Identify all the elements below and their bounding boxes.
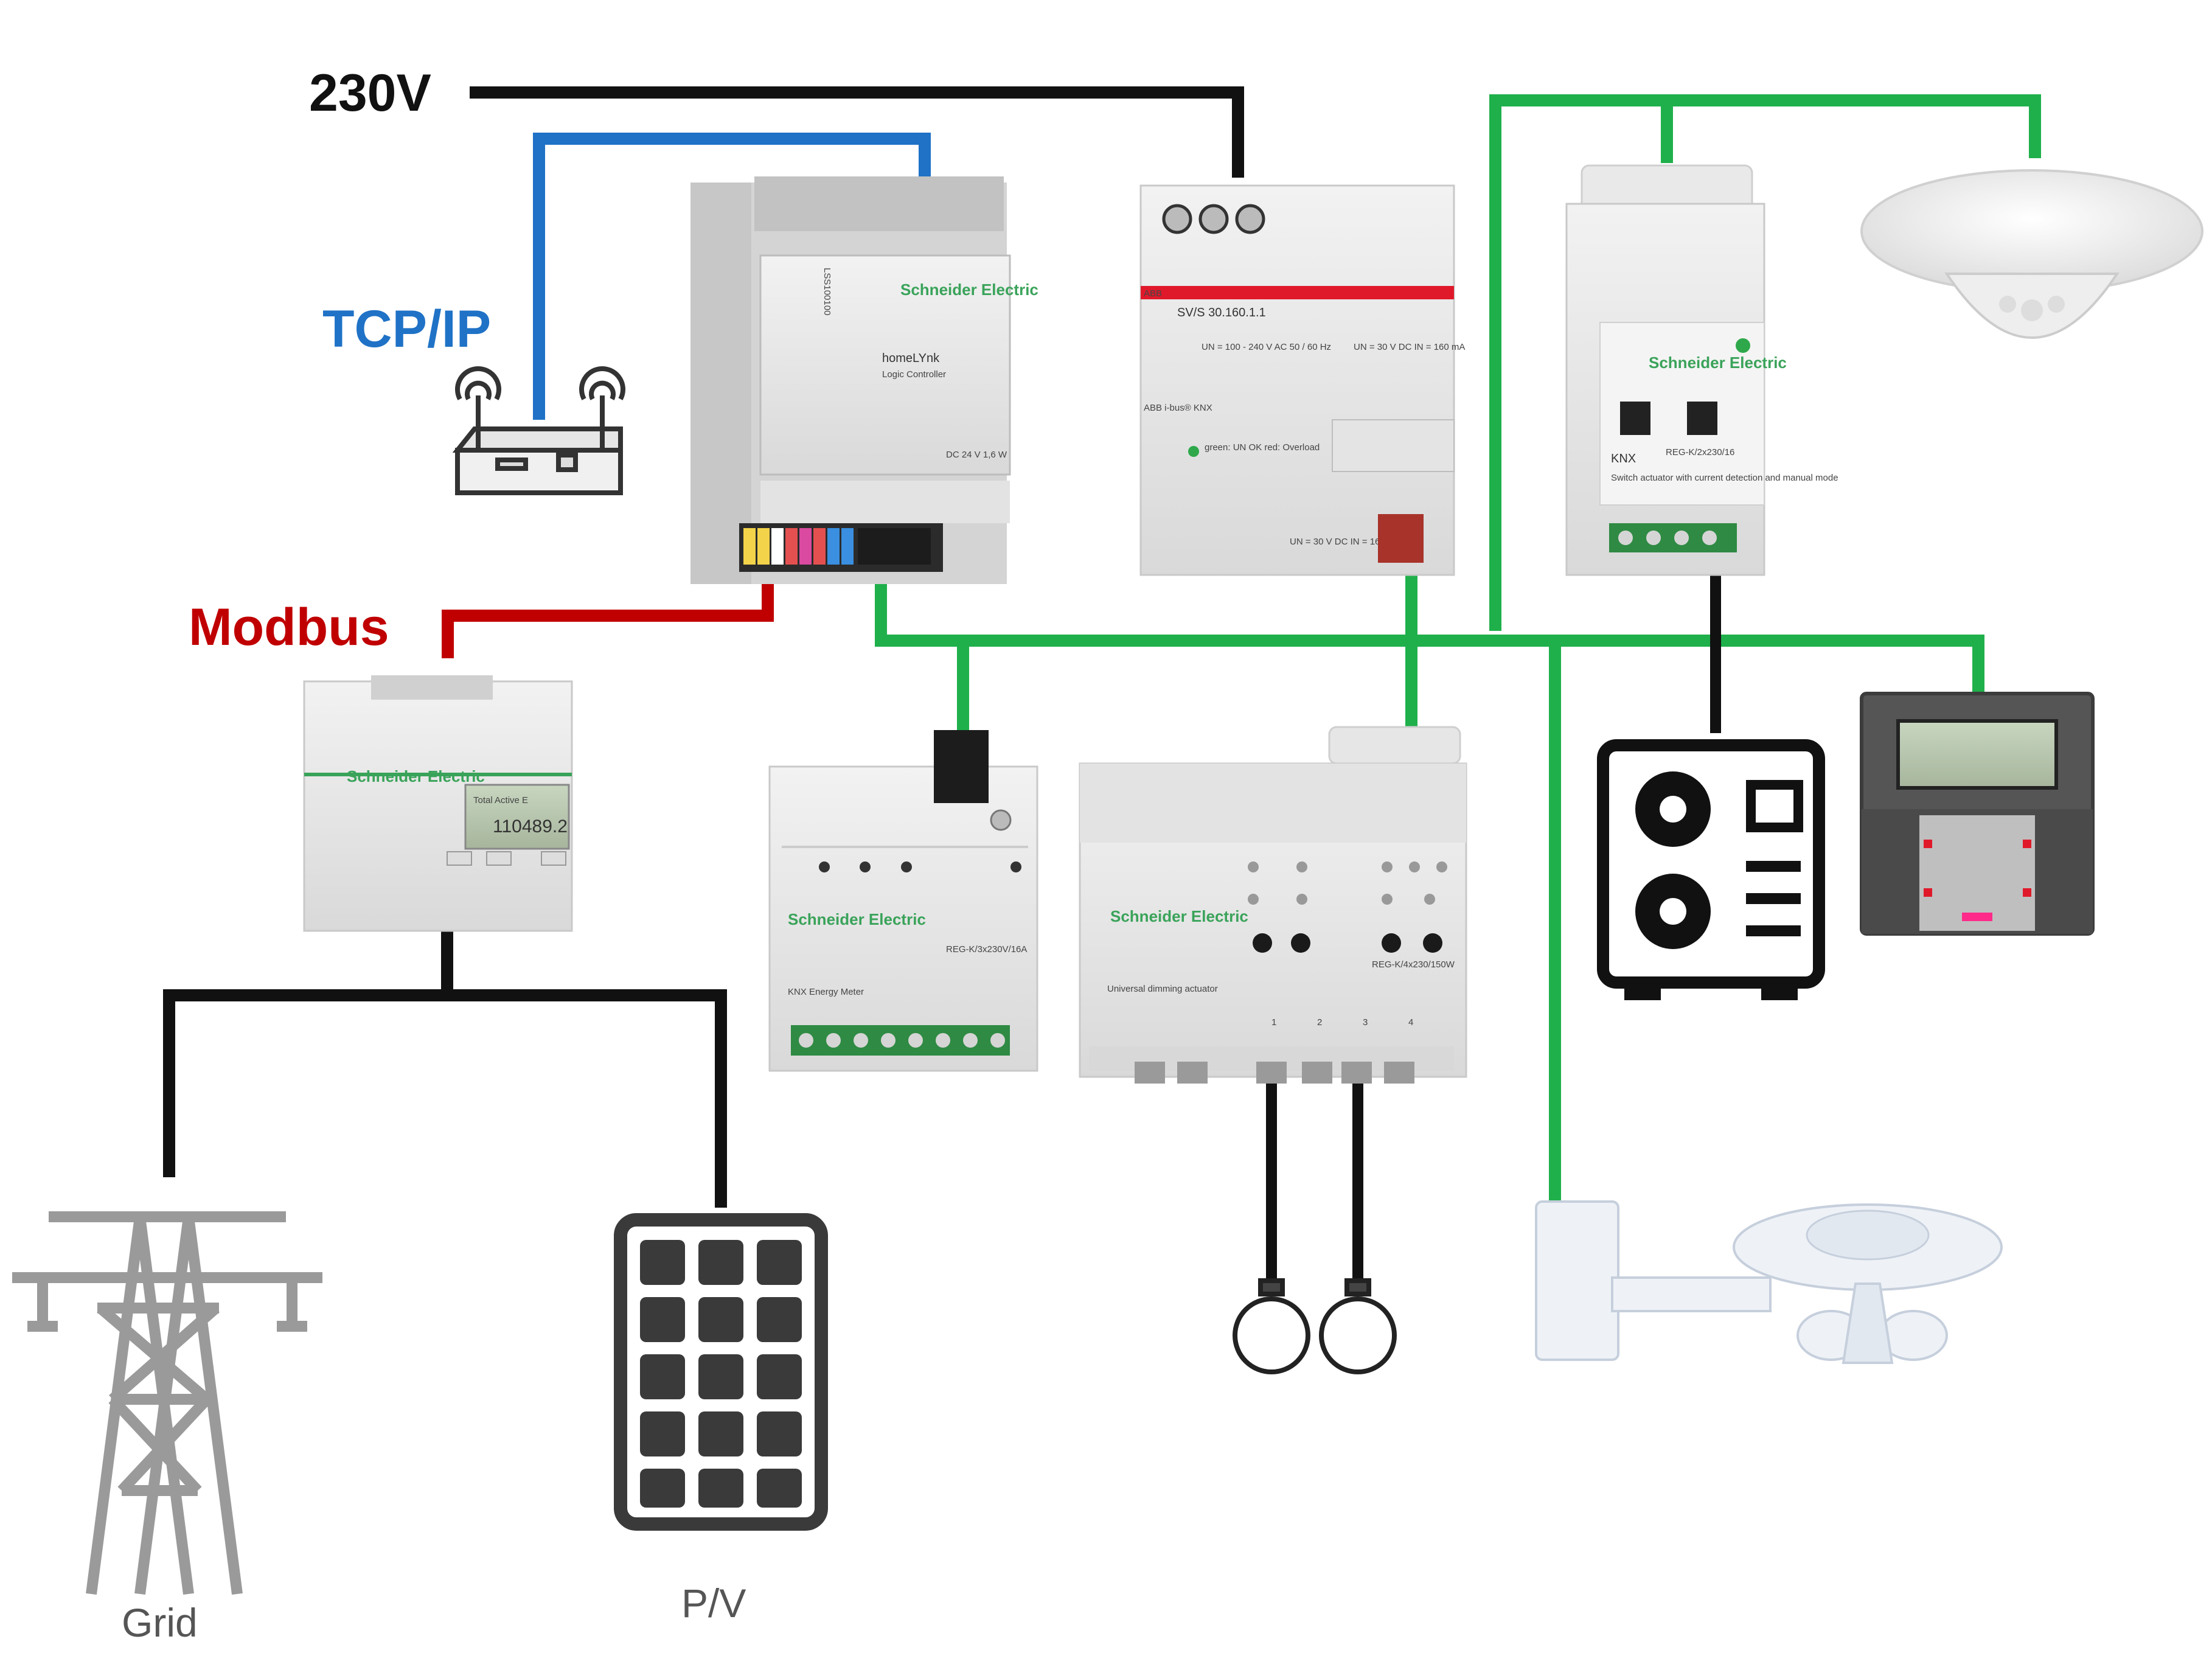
- lamp-icon-2: [1319, 1278, 1397, 1374]
- psu-bus: ABB i-bus® KNX: [1144, 403, 1212, 413]
- heat-pump-icon: [1597, 739, 1825, 1000]
- knx-meter-screws: [799, 1033, 1005, 1048]
- label-pv: P/V: [681, 1581, 746, 1626]
- switch-actuator-model: REG-K/2x230/16: [1666, 447, 1734, 458]
- controller-brand: Schneider Electric: [900, 280, 1038, 299]
- iem-energy-meter: Schneider Electric Total Active E 110489…: [303, 675, 573, 932]
- psu-model: SV/S 30.160.1.1: [1177, 306, 1266, 319]
- router-icon: [452, 366, 625, 495]
- label-modbus: Modbus: [189, 598, 389, 656]
- switch-actuator-bus: KNX: [1611, 452, 1636, 465]
- switch-actuator-brand: Schneider Electric: [1649, 353, 1787, 372]
- energy-meter-display-title: Total Active E: [473, 795, 528, 806]
- controller-model: homeLYnk: [882, 352, 940, 365]
- homelynk-logic-controller: Schneider Electric homeLYnk Logic Contro…: [690, 176, 1038, 584]
- psu-input: UN = 100 - 240 V AC 50 / 60 Hz: [1202, 342, 1331, 352]
- dimmer-channel-2: 2: [1317, 1017, 1322, 1028]
- label-grid: Grid: [122, 1600, 198, 1645]
- lamp-icon-1: [1233, 1278, 1310, 1374]
- dimmer-channel-3: 3: [1363, 1017, 1368, 1028]
- dimmer-channel-4: 4: [1408, 1017, 1413, 1028]
- knx-meter-model: REG-K/3x230V/16A: [946, 944, 1027, 955]
- psu-led-legend: green: UN OK red: Overload: [1205, 442, 1320, 453]
- controller-subtitle: Logic Controller: [882, 369, 946, 380]
- dimmer-channel-1: 1: [1271, 1017, 1276, 1028]
- label-230v: 230V: [309, 64, 431, 122]
- tcpip-line: [533, 133, 931, 420]
- dimmer-model: REG-K/4x230/150W: [1372, 959, 1455, 970]
- label-tcpip: TCP/IP: [322, 300, 491, 358]
- dimmer-leds: [1248, 861, 1447, 905]
- universal-dimming-actuator: Schneider Electric REG-K/4x230/150W Univ…: [1079, 726, 1467, 1084]
- weather-station: [1535, 1200, 2003, 1364]
- grid-pylon-icon: [12, 1211, 322, 1595]
- energy-meter-brand: Schneider Electric: [347, 767, 485, 785]
- psu-brand: ABB: [1144, 288, 1162, 299]
- modbus-line: [442, 569, 774, 658]
- controller-rating: DC 24 V 1,6 W: [946, 450, 1007, 460]
- controller-side-code: LSS100100: [822, 268, 832, 315]
- power-line-230v: [470, 86, 1244, 178]
- meter-feed-lines: [163, 930, 727, 1208]
- knx-bus-lines: [875, 94, 2041, 1208]
- dimmer-brand: Schneider Electric: [1110, 907, 1248, 925]
- psu-output: UN = 30 V DC IN = 160 mA: [1354, 342, 1465, 352]
- controller-terminals: [743, 528, 931, 565]
- dimmer-buttons: [1253, 933, 1442, 953]
- psu-out-rating: UN = 30 V DC IN = 160 mA: [1290, 537, 1401, 547]
- energy-meter-display-value: 110489.2: [493, 816, 568, 837]
- knx-meter-brand: Schneider Electric: [788, 910, 926, 928]
- knx-meter-caption: KNX Energy Meter: [788, 987, 864, 997]
- load-lines: [1266, 563, 1721, 1287]
- dimmer-caption: Universal dimming actuator: [1107, 984, 1218, 994]
- dimmer-terminals: [1135, 1062, 1414, 1084]
- presence-detector: [1860, 169, 2203, 339]
- solar-panel-icon: [614, 1213, 828, 1531]
- knx-energy-meter: Schneider Electric REG-K/3x230V/16A KNX …: [768, 730, 1038, 1072]
- abb-knx-power-supply: ABB SV/S 30.160.1.1 UN = 100 - 240 V AC …: [1139, 184, 1465, 576]
- switch-actuator-reg-k-2x230: Schneider Electric KNX REG-K/2x230/16 Sw…: [1565, 164, 1838, 576]
- knx-room-controller: [1860, 692, 2095, 936]
- switch-actuator-caption: Switch actuator with current detection a…: [1611, 473, 1838, 483]
